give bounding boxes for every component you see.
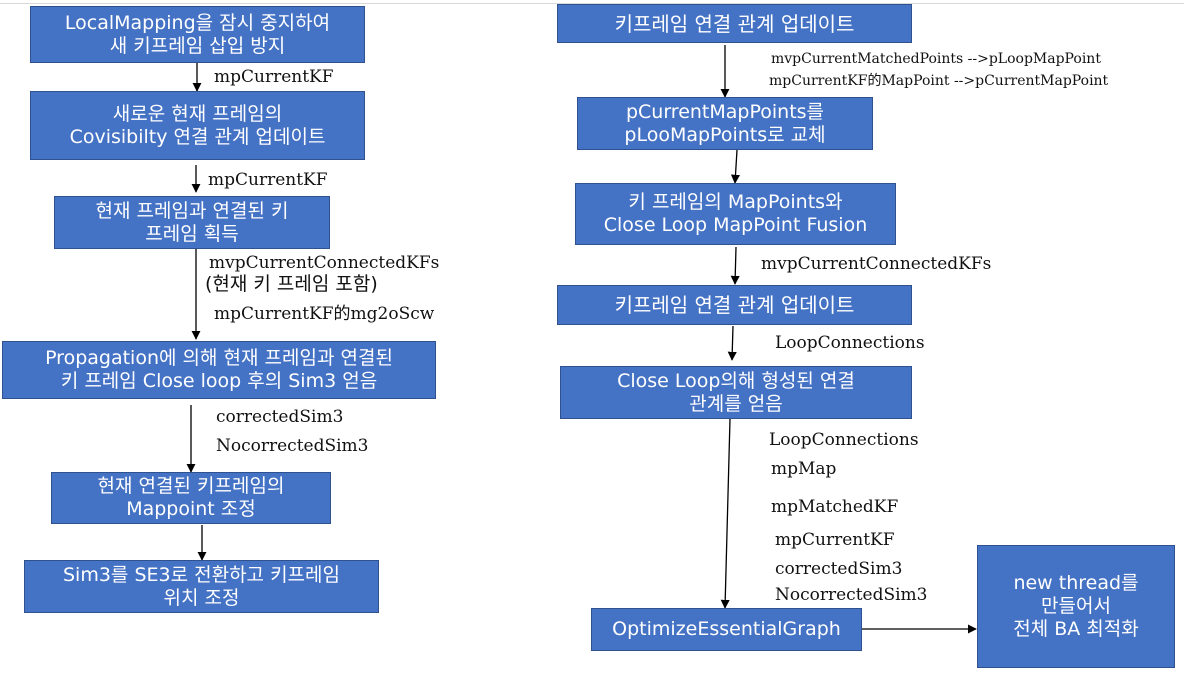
box-get-loop-connections: Close Loop의해 형성된 연결 관계를 얻음 bbox=[560, 366, 912, 419]
label-mvpcurrentconnectedkfs-right: mvpCurrentConnectedKFs bbox=[761, 254, 992, 274]
label-correctedsim3-right: correctedSim3 bbox=[775, 559, 903, 579]
label-loopconnections-2: LoopConnections bbox=[769, 430, 919, 450]
box-fuse-mappoints: 키 프레임의 MapPoints와 Close Loop MapPoint Fu… bbox=[575, 183, 896, 245]
box-optimize-essential-graph: OptimizeEssentialGraph bbox=[591, 608, 862, 651]
label-mpcurrentkf-1: mpCurrentKF bbox=[214, 67, 334, 87]
top-divider-line bbox=[0, 3, 1184, 4]
arrow-replace-to-fuse bbox=[730, 149, 741, 184]
label-correctedsim3-left: correctedSim3 bbox=[216, 407, 344, 427]
label-loopconnections-1: LoopConnections bbox=[775, 333, 925, 353]
box-update-kf-connections-top: 키프레임 연결 관계 업데이트 bbox=[557, 4, 912, 43]
label-mpmatchedkf: mpMatchedKF bbox=[771, 497, 899, 517]
box-pause-local-mapping: LocalMapping을 잠시 중지하여 새 키프레임 삽입 방지 bbox=[30, 6, 365, 63]
label-mappoint-to-current: mpCurrentKF的MapPoint -->pCurrentMapPoint bbox=[769, 73, 1109, 89]
box-update-covisibility: 새로운 현재 프레임의 Covisibilty 연결 관계 업데이트 bbox=[30, 91, 365, 160]
box-propagation-sim3: Propagation에 의해 현재 프레임과 연결된 키 프레임 Close … bbox=[2, 341, 436, 399]
box-replace-mappoints: pCurrentMapPoints를 pLooMapPoints로 교체 bbox=[577, 97, 873, 150]
label-matched-to-loop: mvpCurrentMatchedPoints -->pLoopMapPoint bbox=[771, 51, 1101, 67]
label-nocorrectedsim3-left: NocorrectedSim3 bbox=[216, 436, 369, 456]
label-mpmap: mpMap bbox=[771, 459, 837, 479]
label-mvpcurrentconnectedkfs-left: mvpCurrentConnectedKFs bbox=[209, 253, 440, 273]
label-nocorrectedsim3-right: NocorrectedSim3 bbox=[775, 585, 928, 605]
box-adjust-mappoint: 현재 연결된 키프레임의 Mappoint 조정 bbox=[51, 472, 331, 524]
box-get-connected-kfs: 현재 프레임과 연결된 키 프레임 획득 bbox=[54, 196, 330, 249]
box-update-kf-connections-mid: 키프레임 연결 관계 업데이트 bbox=[557, 285, 912, 325]
label-mg2oscw: mpCurrentKF的mg2oScw bbox=[214, 304, 435, 324]
arrow-fuse-to-update bbox=[730, 246, 740, 285]
box-sim3-to-se3: Sim3를 SE3로 전환하고 키프레임 위치 조정 bbox=[24, 560, 379, 613]
label-include-current-kf: (현재 키 프레임 포함) bbox=[205, 273, 378, 295]
label-mpcurrentkf-3: mpCurrentKF bbox=[775, 530, 895, 550]
arrow-loopconn-to-optimize bbox=[720, 418, 731, 609]
box-global-ba: new thread를 만들어서 전체 BA 최적화 bbox=[977, 545, 1175, 668]
label-mpcurrentkf-2: mpCurrentKF bbox=[208, 170, 328, 190]
arrow-update-to-loopconn bbox=[727, 325, 737, 361]
